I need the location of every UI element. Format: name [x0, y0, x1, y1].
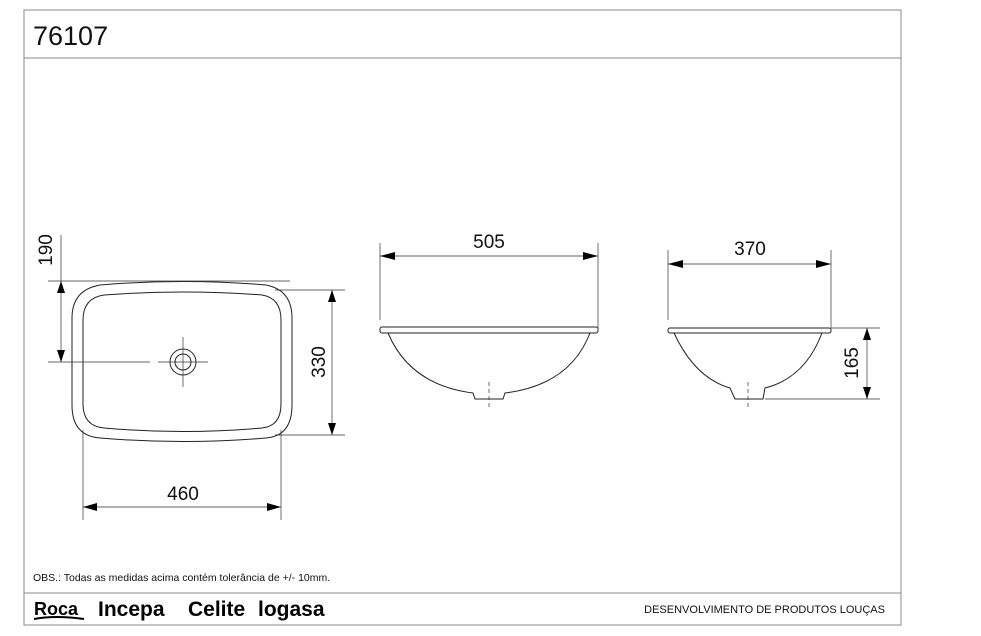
brand-logasa: logasa [258, 598, 325, 621]
dimension-460: 460 [167, 484, 199, 505]
brand-celite: Celite [188, 598, 245, 621]
basin-inner-outline [82, 291, 282, 432]
brand-logos: Roca Incepa Celite logasa [33, 598, 325, 621]
dimension-505: 505 [473, 232, 505, 253]
side-rim [667, 327, 832, 334]
dimension-165: 165 [842, 347, 863, 379]
front-rim [379, 326, 599, 334]
top-view: 190 330 460 [36, 234, 345, 520]
brand-incepa: Incepa [98, 598, 165, 621]
dimension-190: 190 [36, 234, 57, 266]
basin-outer-outline [71, 281, 293, 442]
tolerance-note: OBS.: Todas as medidas acima contém tole… [33, 572, 330, 584]
footer-department: DESENVOLVIMENTO DE PRODUTOS LOUÇAS [644, 604, 885, 616]
side-bowl-outline [673, 332, 823, 400]
front-view: 505 [379, 232, 599, 410]
dimension-330: 330 [309, 346, 330, 378]
brand-roca: Roca [34, 599, 79, 619]
dimension-370: 370 [734, 239, 766, 260]
sheet-border [23, 9, 902, 626]
product-code-title: 76107 [33, 21, 108, 51]
side-view: 370 165 [667, 239, 880, 410]
